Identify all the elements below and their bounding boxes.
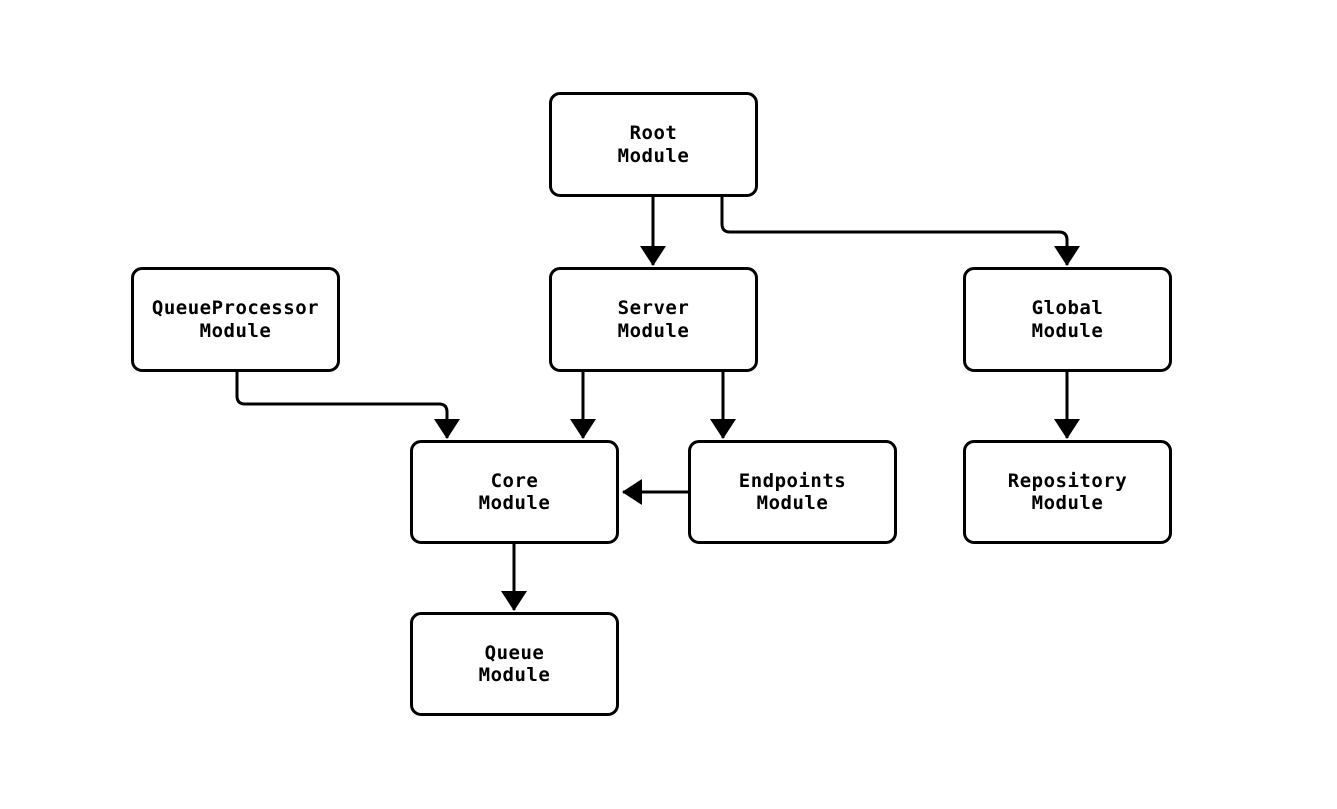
node-root-module: Root Module [549,92,758,197]
node-global-module-label-line1: Global [1031,297,1104,320]
node-queue-module: Queue Module [410,612,619,716]
node-queueprocessor-module: QueueProcessor Module [131,267,340,372]
node-core-module: Core Module [410,440,619,544]
node-root-module-label-line2: Module [617,144,690,167]
node-server-module-label-line1: Server [617,297,690,320]
node-endpoints-module-label-line1: Endpoints [738,469,847,492]
node-queue-module-label-line2: Module [478,664,551,686]
edge-queueprocessor-to-core [235,372,460,439]
node-root-module-label-line1: Root [629,122,678,145]
node-endpoints-module: Endpoints Module [688,440,897,544]
node-repository-module-label-line2: Module [1031,492,1104,514]
node-server-module: Server Module [549,267,758,372]
node-repository-module-label-line1: Repository [1007,469,1128,492]
node-global-module-label-line2: Module [1031,319,1104,342]
node-endpoints-module-label-line2: Module [756,492,829,514]
edge-root-to-global [720,197,1080,266]
node-queueprocessor-module-label-line2: Module [199,319,272,342]
node-global-module: Global Module [963,267,1172,372]
node-core-module-label-line2: Module [478,492,551,514]
node-queue-module-label-line1: Queue [484,641,545,664]
node-queueprocessor-module-label-line1: QueueProcessor [151,297,320,320]
node-repository-module: Repository Module [963,440,1172,544]
node-server-module-label-line2: Module [617,319,690,342]
node-core-module-label-line1: Core [490,469,539,492]
